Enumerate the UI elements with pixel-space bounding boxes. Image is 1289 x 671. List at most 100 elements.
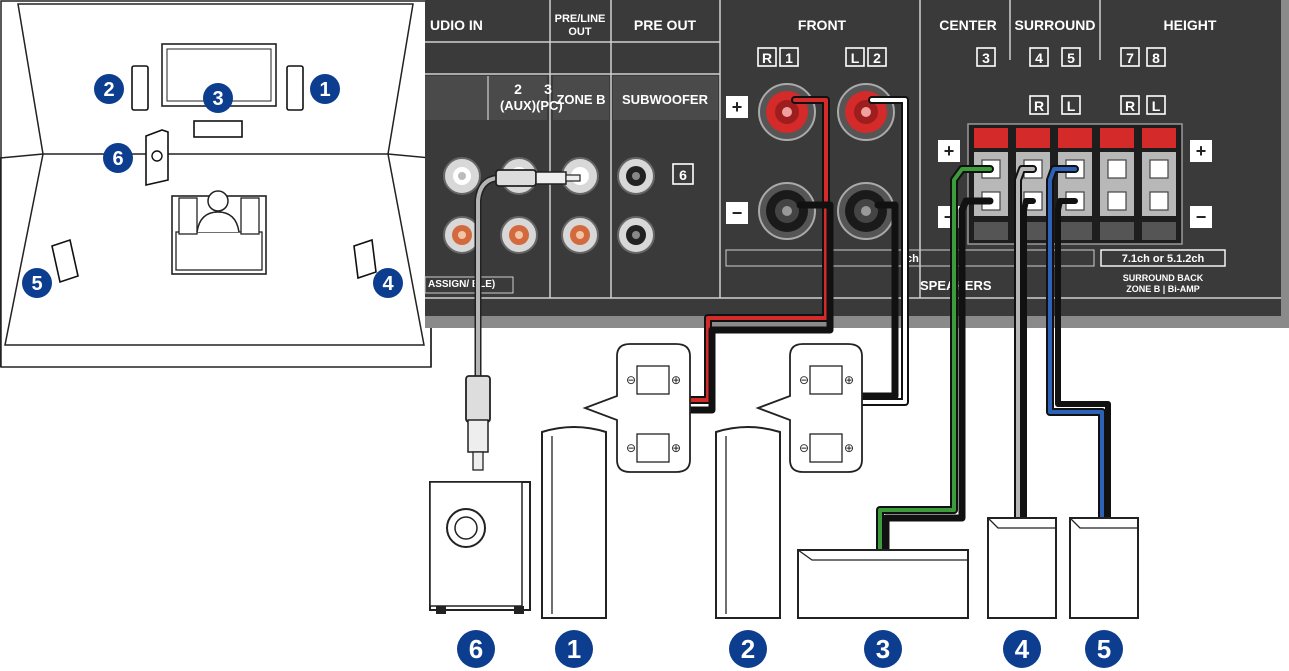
rca-jack-orange-2 <box>443 216 481 254</box>
label-front-plus: + <box>732 97 743 117</box>
label-input-2: 2 <box>514 81 522 97</box>
room-layout: 1 2 3 4 5 6 <box>0 0 432 368</box>
label-mode: 7.1ch or 5.1.2ch <box>1122 253 1205 265</box>
label-terminal-minus-right: − <box>1196 207 1207 227</box>
svg-text:5: 5 <box>1097 634 1111 664</box>
svg-text:3: 3 <box>876 634 890 664</box>
svg-text:3: 3 <box>212 88 223 110</box>
subwoofer <box>429 481 531 614</box>
label-height-num-8: 8 <box>1152 50 1160 66</box>
label-front-r: R <box>762 50 772 66</box>
rca-plug-panel <box>495 169 581 187</box>
svg-text:1: 1 <box>319 79 330 101</box>
room-badge-1: 1 <box>310 74 340 104</box>
badge-surround-left-5: 5 <box>1085 630 1123 668</box>
surround-right-speaker <box>987 517 1057 619</box>
room-front-right-speaker <box>286 65 304 111</box>
label-input-3: 3 <box>544 81 552 97</box>
room-badge-2: 2 <box>94 74 124 104</box>
svg-text:4: 4 <box>382 273 394 295</box>
label-center: CENTER <box>939 17 997 33</box>
label-surround-r: R <box>1034 98 1044 114</box>
label-surround-num-5: 5 <box>1067 50 1075 66</box>
front-right-speaker <box>541 426 607 619</box>
label-pre-line-out-2: OUT <box>568 26 592 38</box>
svg-text:⊕: ⊕ <box>671 441 681 455</box>
speaker-1-terminal-callout: ⊖ ⊕ ⊖ ⊕ <box>582 343 691 473</box>
room-center-speaker <box>193 120 243 138</box>
svg-text:6: 6 <box>469 634 483 664</box>
sofa <box>171 190 267 275</box>
badge-center-3: 3 <box>864 630 902 668</box>
front-l-negative-post <box>837 182 895 240</box>
label-zone-b: ZONE B <box>556 92 605 107</box>
svg-text:2: 2 <box>741 634 755 664</box>
room-badge-3: 3 <box>203 83 233 113</box>
label-terminal-minus-left: − <box>944 207 955 227</box>
svg-text:1: 1 <box>567 634 581 664</box>
label-assignable: ASSIGN/ BLE) <box>428 279 495 290</box>
label-height-r: R <box>1125 98 1135 114</box>
label-height-num-7: 7 <box>1126 50 1134 66</box>
label-front-l-num: 2 <box>873 50 881 66</box>
push-terminal-block <box>967 123 1183 245</box>
label-pre-line-out-1: PRE/LINE <box>555 13 606 25</box>
badge-front-right-1: 1 <box>555 630 593 668</box>
svg-text:⊖: ⊖ <box>626 441 636 455</box>
label-input-3-pc: (PC) <box>536 98 563 113</box>
label-surround: SURROUND <box>1015 17 1096 33</box>
svg-text:⊖: ⊖ <box>799 373 809 387</box>
front-r-negative-post <box>758 182 816 240</box>
label-height-l: L <box>1152 98 1161 114</box>
rca-jack-orange-zone-b <box>561 216 599 254</box>
label-subwoofer: SUBWOOFER <box>622 92 709 107</box>
svg-text:⊕: ⊕ <box>844 373 854 387</box>
surround-left-speaker <box>1069 517 1139 619</box>
label-audio-in: UDIO IN <box>430 17 483 33</box>
room-badge-6: 6 <box>103 143 133 173</box>
label-surround-num-4: 4 <box>1035 50 1043 66</box>
badge-subwoofer-6: 6 <box>457 630 495 668</box>
label-front-minus: − <box>732 203 743 223</box>
room-surround-left-speaker <box>51 238 79 284</box>
label-pre-out: PRE OUT <box>634 17 697 33</box>
label-surround-back: SURROUND BACK <box>1123 273 1204 283</box>
rear-panel: UDIO IN PRE/LINE OUT PRE OUT FRONT CENTE… <box>424 0 1289 328</box>
svg-text:6: 6 <box>112 148 123 170</box>
label-center-num: 3 <box>982 50 990 66</box>
label-front-l: L <box>851 50 860 66</box>
label-sub-num-6: 6 <box>679 167 687 183</box>
label-terminal-plus-left: + <box>944 141 955 161</box>
center-speaker <box>797 549 969 619</box>
svg-text:⊖: ⊖ <box>626 373 636 387</box>
svg-text:2: 2 <box>103 79 114 101</box>
svg-text:⊖: ⊖ <box>799 441 809 455</box>
rca-plug-subwoofer <box>465 375 491 471</box>
label-surround-l: L <box>1067 98 1076 114</box>
svg-text:5: 5 <box>31 273 42 295</box>
rca-jack-white-2 <box>443 157 481 195</box>
rca-jack-orange-3 <box>500 216 538 254</box>
rca-jack-subwoofer-1 <box>617 157 655 195</box>
room-subwoofer <box>145 129 169 187</box>
label-zone-b-biamp: ZONE B | Bi-AMP <box>1126 284 1200 294</box>
label-input-2-aux: (AUX) <box>500 98 536 113</box>
room-surround-right-speaker <box>353 238 377 280</box>
label-terminal-plus-right: + <box>1196 141 1207 161</box>
svg-text:4: 4 <box>1015 634 1030 664</box>
label-front: FRONT <box>798 17 847 33</box>
room-badge-4: 4 <box>373 268 403 298</box>
label-front-r-num: 1 <box>785 50 793 66</box>
rca-jack-subwoofer-2 <box>617 216 655 254</box>
badge-surround-right-4: 4 <box>1003 630 1041 668</box>
front-l-positive-post <box>837 83 895 141</box>
label-ch-fragment: ch <box>906 253 919 265</box>
svg-text:⊕: ⊕ <box>844 441 854 455</box>
room-front-left-speaker <box>131 65 149 111</box>
room-badge-5: 5 <box>22 268 52 298</box>
speaker-2-terminal-callout: ⊖ ⊕ ⊖ ⊕ <box>755 343 863 473</box>
badge-front-left-2: 2 <box>729 630 767 668</box>
front-r-positive-post <box>758 83 816 141</box>
label-height: HEIGHT <box>1164 17 1217 33</box>
